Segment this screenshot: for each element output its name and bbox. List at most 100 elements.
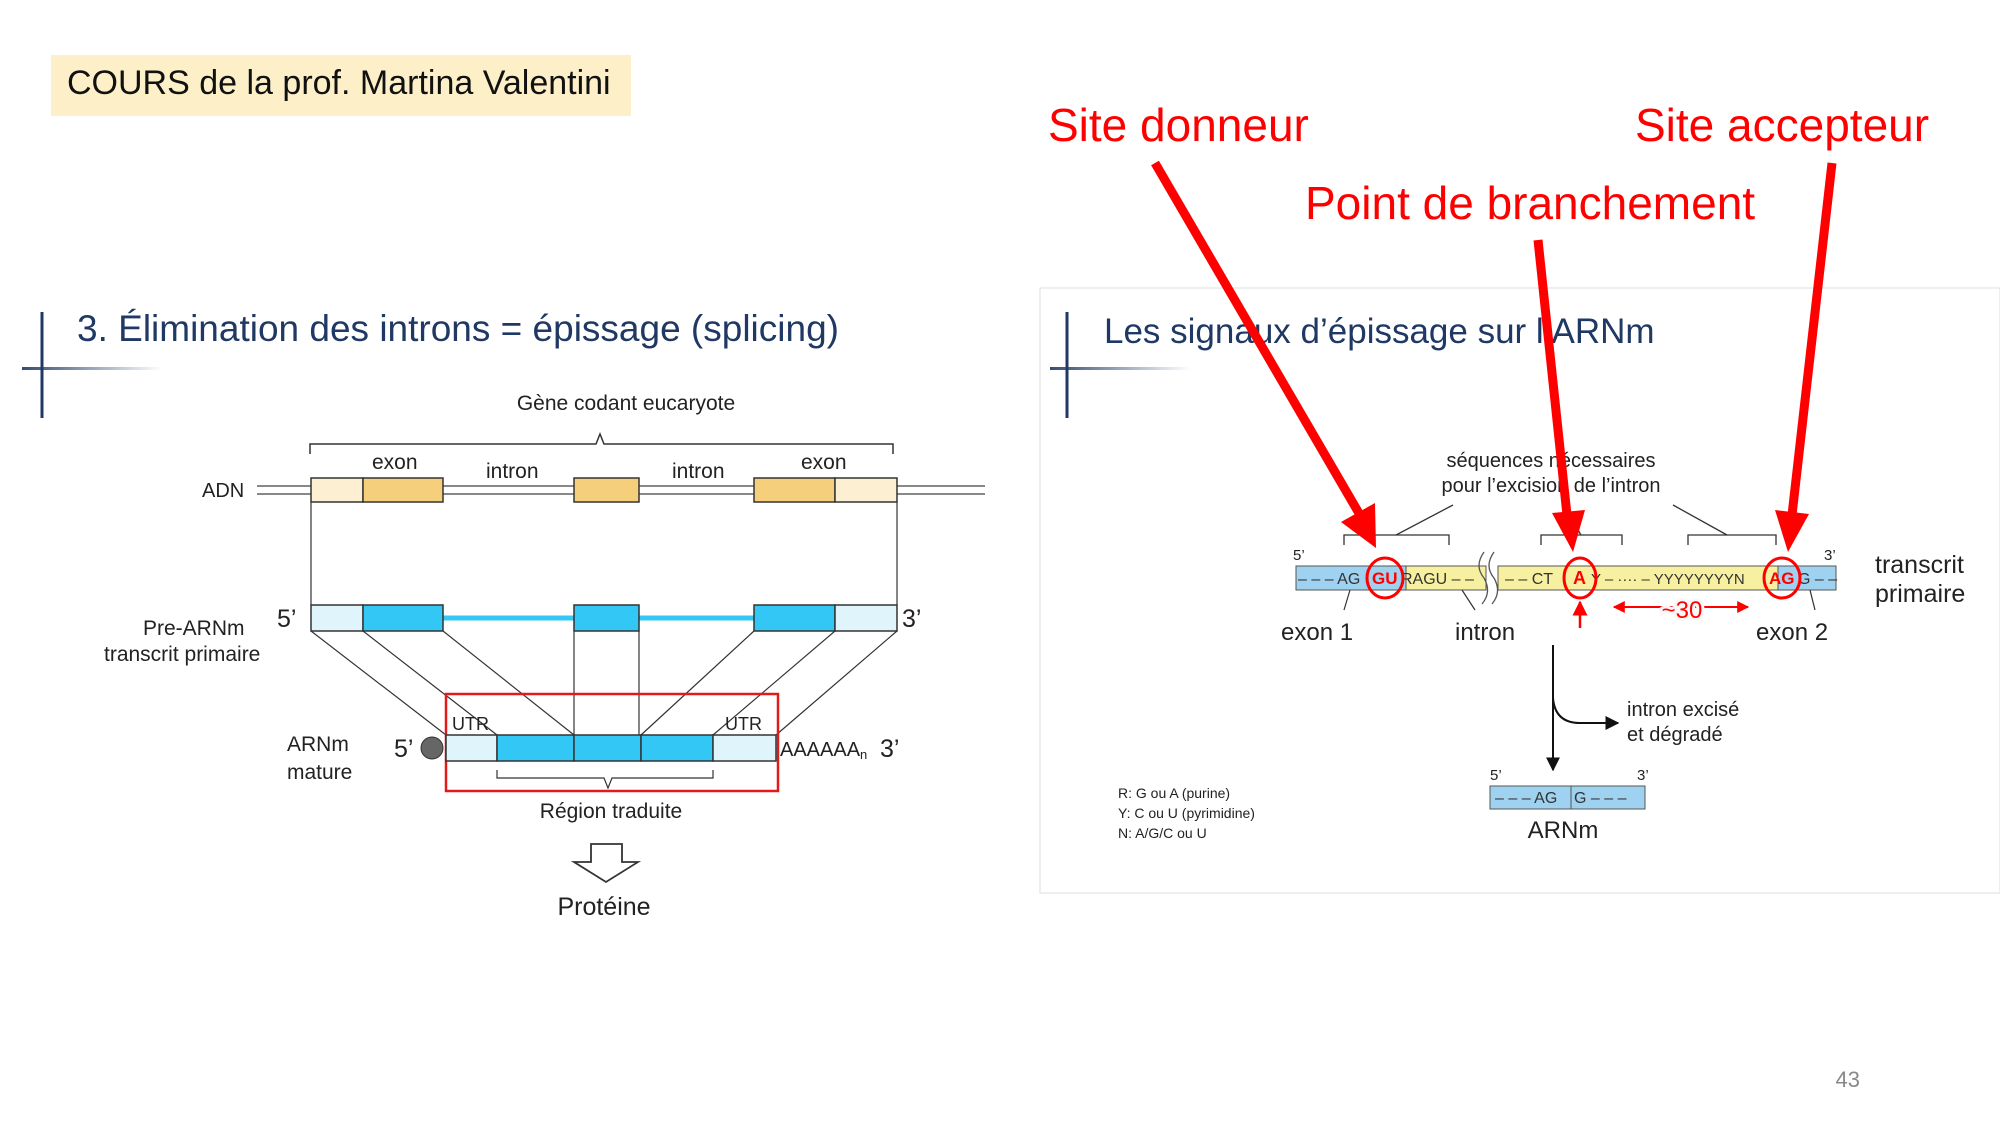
donor-site-circle: [1365, 556, 1405, 600]
right-panel: Les signaux d’épissage sur l’ARNm séquen…: [1039, 287, 2000, 894]
exon2-pointer: [1809, 589, 1816, 611]
pre-mrna-label-1: Pre-ARNm: [143, 617, 245, 640]
pre-mrna-exon-3: [753, 604, 836, 632]
acceptor-arrow-shaft: [1787, 162, 1837, 516]
transcript-label-1: transcrit: [1875, 551, 1964, 579]
down-arrow-icon: [570, 843, 642, 884]
mature-3prime: 3’: [880, 735, 899, 763]
pre-mrna-exon-1: [362, 604, 444, 632]
excision-arrow: [1552, 697, 1620, 730]
transcript-label-2: primaire: [1875, 580, 1965, 608]
splicing-lines: [310, 630, 898, 736]
legend-y: Y: C ou U (pyrimidine): [1118, 805, 1255, 821]
page-number: 43: [1835, 1067, 1860, 1092]
mature-label-2: mature: [287, 761, 352, 784]
pre-mrna-exon-2: [573, 604, 640, 632]
right-panel-frame: [1039, 287, 2000, 894]
seq-a-text: A: [1573, 568, 1586, 588]
seq-ct-text: – – CT: [1505, 571, 1553, 588]
dna-exon-1: [362, 477, 444, 503]
mrna-3prime: 3’: [1637, 767, 1649, 784]
acceptor-site-circle: [1762, 556, 1802, 600]
mrna-seq-left: – – – AG: [1495, 790, 1557, 807]
seq-exon2-box: [1777, 565, 1837, 591]
pre-mrna-3prime: 3’: [902, 605, 921, 633]
donor-arrow-shaft: [1151, 160, 1364, 518]
mature-label-1: ARNm: [287, 733, 349, 756]
utr-label-left: UTR: [452, 714, 489, 734]
polya-tail: AAAAAAn: [780, 739, 867, 762]
seq-break-right: [1488, 551, 1499, 605]
seq-3prime: 3’: [1824, 547, 1836, 564]
acceptor-arrow-head: [1775, 510, 1809, 552]
dna-exon-3: [753, 477, 836, 503]
mature-5prime: 5’: [394, 735, 413, 763]
mrna-seq-right: G – – –: [1574, 790, 1627, 807]
excised-label-2: et dégradé: [1627, 724, 1723, 746]
legend-n: N: A/G/C ou U: [1118, 825, 1207, 841]
pre-mrna-utr-right: [834, 604, 898, 632]
seq-exon1-text: – – – AG: [1298, 571, 1360, 588]
distance-label: ~30: [1662, 597, 1703, 624]
intron-pointer: [1461, 589, 1476, 611]
seq-ag-text: AG: [1769, 569, 1795, 588]
branch-arrow-head: [1552, 510, 1585, 552]
left-title: 3. Élimination des introns = épissage (s…: [77, 308, 839, 349]
exon1-pointer: [1343, 589, 1351, 611]
mature-utr-left: [445, 734, 498, 762]
gene-label: Gène codant eucaryote: [517, 392, 735, 415]
title-decoration-horizontal: [22, 367, 162, 370]
intron-label: intron: [1455, 619, 1515, 646]
mrna-label: ARNm: [1528, 817, 1599, 844]
pre-mrna-utr-left: [310, 604, 364, 632]
mature-exon-2: [573, 734, 642, 762]
branch-point-circle: [1562, 556, 1598, 600]
acceptor-site-annotation: Site accepteur: [1635, 99, 1930, 151]
left-panel: 3. Élimination des introns = épissage (s…: [22, 308, 985, 921]
exon-label-left: exon: [372, 451, 418, 474]
branch-arrow-shaft: [1533, 239, 1572, 516]
intron-label-2: intron: [672, 460, 725, 483]
mrna-box: [1489, 785, 1646, 810]
seq-gu-text: GU: [1372, 569, 1398, 588]
seq-g-text: G – –: [1798, 571, 1837, 588]
protein-label: Protéine: [557, 893, 650, 921]
seq-ragu-text: RAGU – –: [1401, 571, 1474, 588]
author-box: [51, 55, 631, 116]
right-title: Les signaux d’épissage sur l’ARNm: [1104, 312, 1655, 351]
author-label: COURS de la prof. Martina Valentini: [67, 64, 611, 102]
exon-label-right: exon: [801, 451, 847, 474]
right-title-decoration-horizontal: [1050, 367, 1190, 370]
dna-utr-right: [834, 477, 898, 503]
mature-exon-1: [496, 734, 575, 762]
donor-site-annotation: Site donneur: [1048, 99, 1309, 151]
cap-icon: [420, 736, 444, 760]
translated-region-label: Région traduite: [540, 800, 682, 823]
seq-5prime: 5’: [1293, 547, 1305, 564]
pre-mrna-label-2: transcrit primaire: [104, 643, 260, 666]
legend-r: R: G ou A (purine): [1118, 785, 1230, 801]
seq-intron-end-box: [1497, 565, 1779, 591]
exon1-label: exon 1: [1281, 619, 1353, 646]
translated-bracket: [496, 770, 714, 790]
intron-label-1: intron: [486, 460, 539, 483]
dna-label: ADN: [202, 480, 244, 502]
annotation-arrows: [1151, 160, 1837, 552]
mature-utr-right: [712, 734, 777, 762]
dna-exon-2: [573, 477, 640, 503]
dna-utr-left: [310, 477, 364, 503]
gene-bracket: [309, 431, 894, 454]
sequences-note-1: séquences nécessaires: [1446, 450, 1655, 472]
donor-arrow-head: [1341, 503, 1376, 548]
exon2-label: exon 2: [1756, 619, 1828, 646]
branch-point-annotation: Point de branchement: [1305, 177, 1756, 229]
seq-break-left: [1478, 551, 1489, 605]
pre-mrna-5prime: 5’: [277, 605, 296, 633]
mature-exon-3: [640, 734, 714, 762]
excised-label-1: intron excisé: [1627, 699, 1739, 721]
seq-y-text: Y – ···· – YYYYYYYYN: [1591, 571, 1745, 588]
mrna-5prime: 5’: [1490, 767, 1502, 784]
utr-label-right: UTR: [725, 714, 762, 734]
seq-intron-start-box: [1405, 565, 1487, 591]
